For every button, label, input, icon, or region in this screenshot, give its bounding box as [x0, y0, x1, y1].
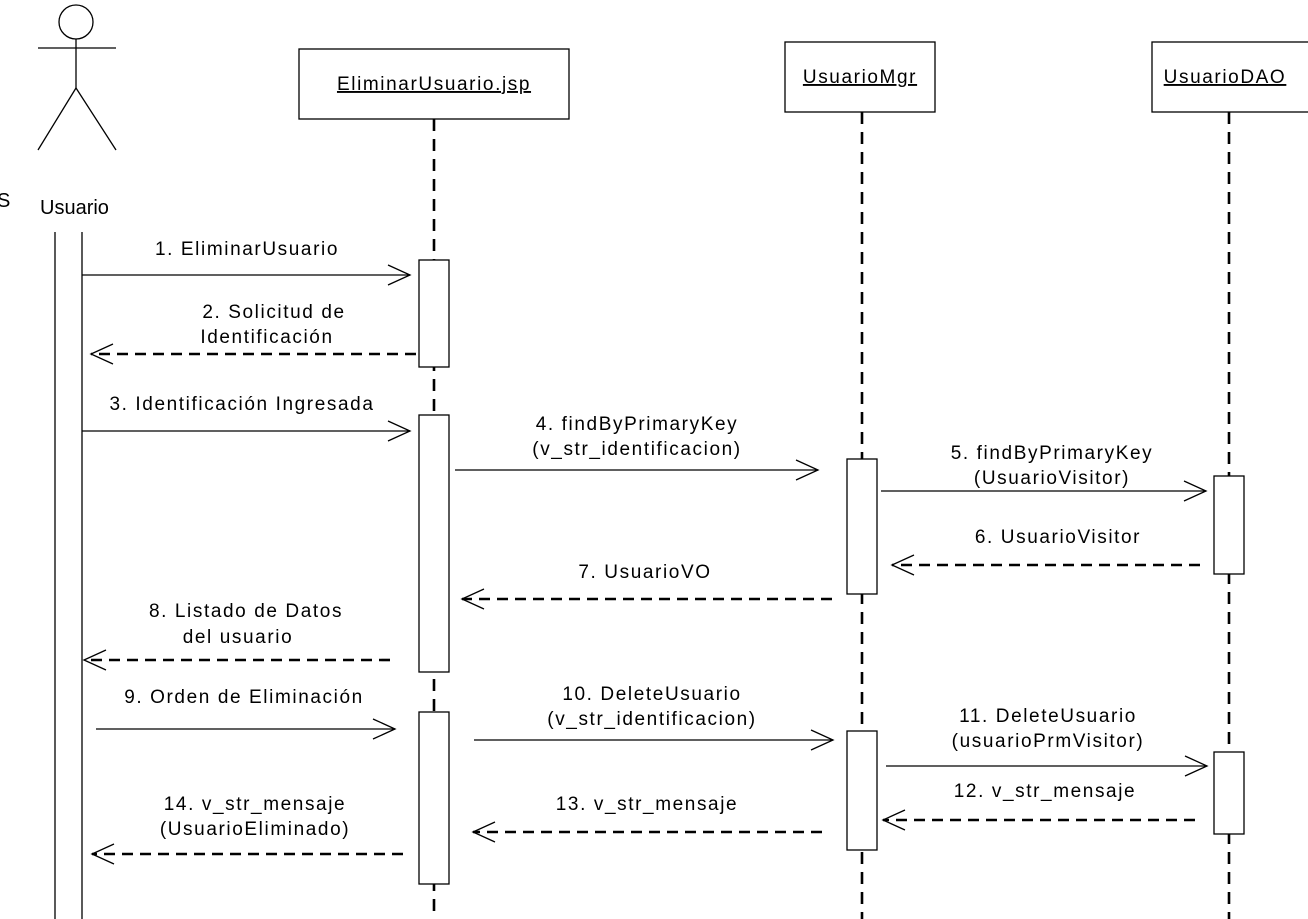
message-5-label-line1: 5. findByPrimaryKey	[951, 443, 1154, 464]
activation-jsp-1	[418, 259, 450, 368]
message-11-arrowhead	[1184, 755, 1209, 777]
message-4-label-line1: 4. findByPrimaryKey	[536, 414, 739, 435]
object-box-eliminarusuario-jsp	[298, 48, 570, 120]
activation-mgr-2	[846, 730, 878, 851]
object-box-usuariomgr	[784, 41, 936, 113]
message-5-arrowhead	[1183, 480, 1208, 502]
activation-dao-1	[1213, 475, 1245, 575]
message-3-arrowhead	[387, 420, 412, 442]
message-10-label-line2: (v_str_identificacion)	[547, 709, 756, 730]
message-14-arrowhead	[90, 843, 115, 865]
activation-mgr-1	[846, 458, 878, 595]
message-2-label-line2: Identificación	[200, 327, 333, 348]
message-10-arrowhead	[810, 729, 835, 751]
activation-dao-2	[1213, 751, 1245, 835]
message-9-arrowhead	[372, 718, 397, 740]
message-13-arrowhead	[471, 821, 496, 843]
message-12-arrowhead	[881, 809, 906, 831]
message-8-label-line2: del usuario	[183, 627, 294, 648]
message-1-label: 1. EliminarUsuario	[155, 239, 339, 260]
message-10-label-line1: 10. DeleteUsuario	[562, 684, 741, 705]
message-1-arrowhead	[387, 264, 412, 286]
actor-head	[58, 4, 94, 40]
object-label-usuariodao: UsuarioDAO	[1164, 67, 1287, 88]
message-14-label-line2: (UsuarioEliminado)	[160, 819, 350, 840]
message-6-label: 6. UsuarioVisitor	[975, 527, 1141, 548]
message-3-label: 3. Identificación Ingresada	[109, 394, 374, 415]
message-5-label-line2: (UsuarioVisitor)	[974, 468, 1130, 489]
message-6-arrowhead	[890, 554, 915, 576]
message-12-label: 12. v_str_mensaje	[954, 781, 1136, 802]
object-label-eliminarusuario-jsp: EliminarUsuario.jsp	[337, 74, 531, 95]
message-4-arrowhead	[795, 459, 820, 481]
object-box-usuariodao	[1151, 41, 1308, 113]
message-14-label-line1: 14. v_str_mensaje	[164, 794, 346, 815]
message-13-label: 13. v_str_mensaje	[556, 794, 738, 815]
actor-right-leg	[75, 87, 117, 151]
message-2-label-line1: 2. Solicitud de	[202, 302, 345, 323]
message-4-label-line2: (v_str_identificacion)	[532, 439, 741, 460]
actor-figure	[37, 4, 117, 151]
actor-label: Usuario	[40, 197, 109, 219]
message-11-label-line1: 11. DeleteUsuario	[959, 706, 1137, 727]
message-9-label: 9. Orden de Eliminación	[124, 687, 364, 708]
message-8-arrowhead	[82, 649, 107, 671]
actor-left-leg	[37, 87, 77, 151]
message-11-label-line2: (usuarioPrmVisitor)	[952, 731, 1145, 752]
message-7-label: 7. UsuarioVO	[578, 562, 711, 583]
activation-jsp-3	[418, 711, 450, 885]
message-8-label-line1: 8. Listado de Datos	[149, 601, 343, 622]
activation-jsp-2	[418, 414, 450, 673]
actor-clipped-label: S	[0, 190, 10, 212]
message-7-arrowhead	[460, 588, 485, 610]
message-2-arrowhead	[89, 343, 114, 365]
object-label-usuariomgr: UsuarioMgr	[803, 67, 917, 88]
